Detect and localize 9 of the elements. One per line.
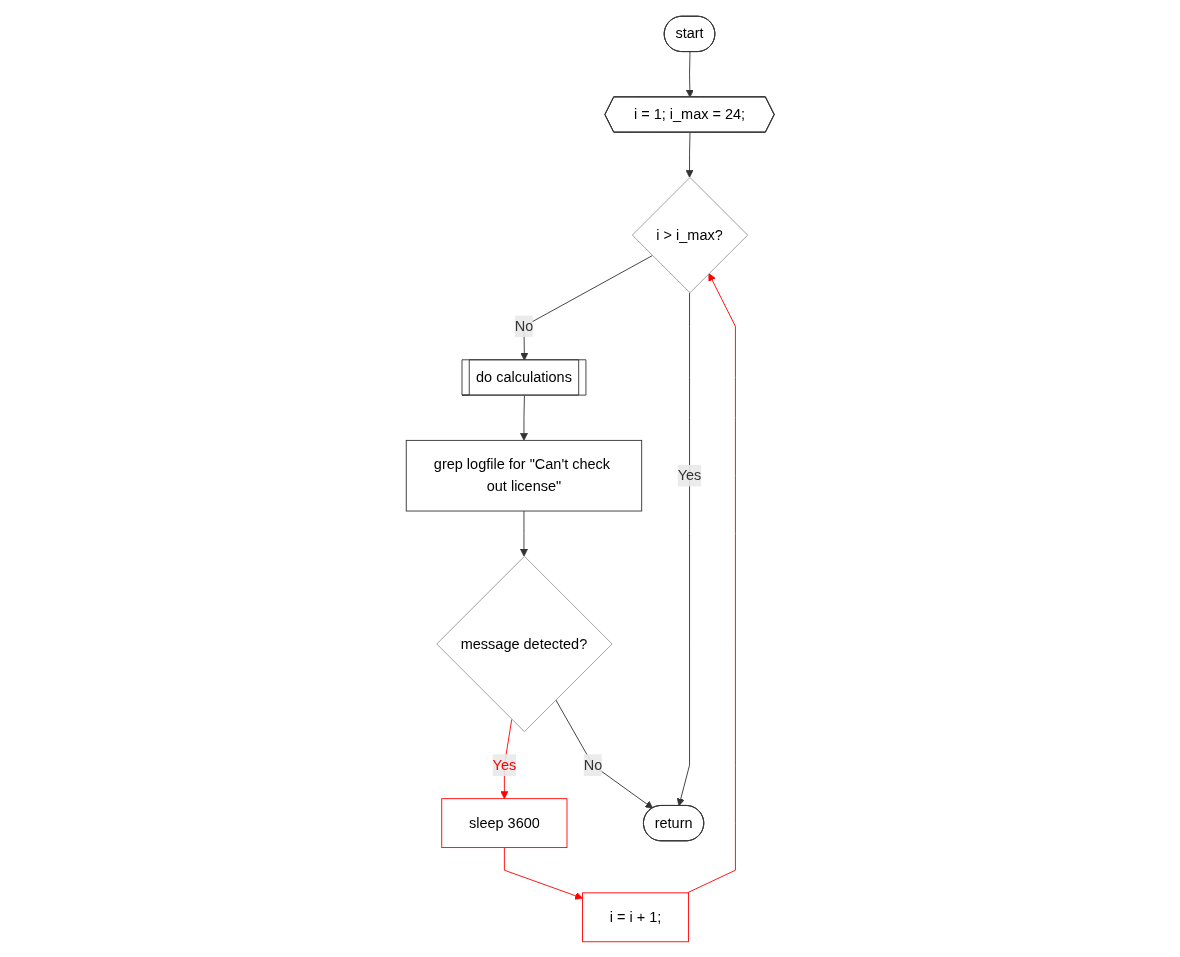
node-diamond: i > i_max? — [631, 176, 748, 293]
node-box: grep logfile for "Can't check out license" — [405, 439, 642, 511]
node-diamond: message detected? — [436, 555, 613, 732]
edge-label: No — [514, 317, 534, 334]
edge-label: Yes — [677, 467, 702, 483]
node-box: i = i + 1; — [581, 891, 689, 942]
edge-label: Yes — [492, 756, 516, 772]
edge-label: No — [583, 756, 603, 772]
node-box: sleep 3600 — [441, 797, 568, 848]
